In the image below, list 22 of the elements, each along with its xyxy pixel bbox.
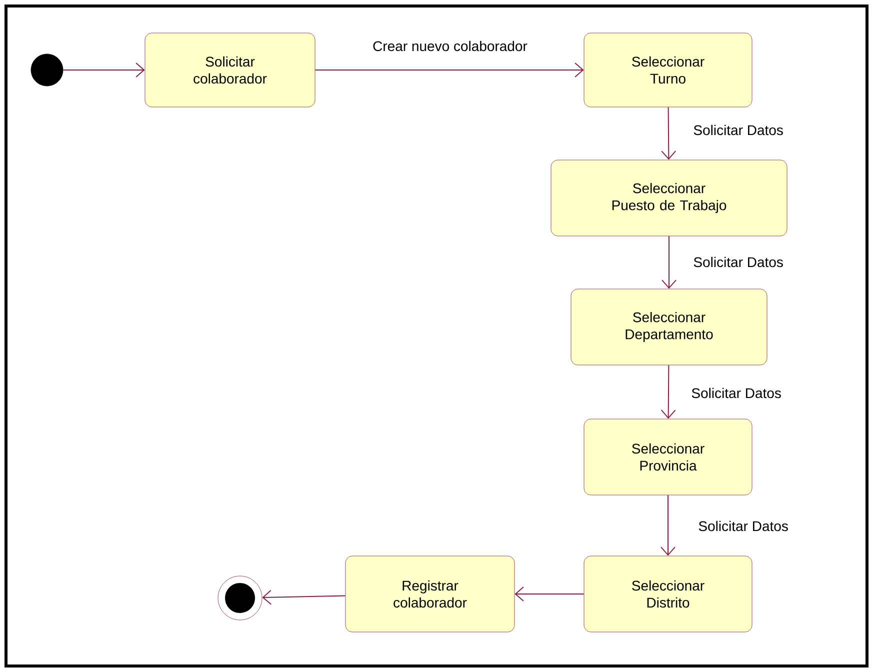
arrow (660, 494, 676, 556)
activity-box: Registrar colaborador (345, 556, 515, 632)
edge-label: Solicitar Datos (697, 520, 790, 532)
arrow (62, 62, 145, 78)
activity-box: Seleccionar Provincia (584, 418, 752, 496)
activity-box: Seleccionar Distrito (584, 556, 752, 632)
arrow (661, 106, 676, 160)
end-node (218, 576, 262, 620)
activity-box: Solicitar colaborador (144, 32, 316, 108)
arrow (262, 590, 346, 605)
arrow (662, 236, 676, 289)
arrow (314, 62, 584, 78)
edge-label: Solicitar Datos (692, 124, 784, 136)
edge-label: Solicitar Datos (692, 256, 784, 268)
edge-label: Solicitar Datos (690, 386, 782, 400)
arrow (660, 364, 676, 419)
activity-box: Seleccionar Turno (584, 32, 752, 108)
activity-box: Seleccionar Puesto de Trabajo (550, 160, 788, 236)
edge-label: Crear nuevo colaborador (372, 40, 528, 52)
arrow (514, 586, 584, 602)
activity-box: Seleccionar Departamento (570, 288, 768, 366)
start-node (30, 54, 64, 86)
